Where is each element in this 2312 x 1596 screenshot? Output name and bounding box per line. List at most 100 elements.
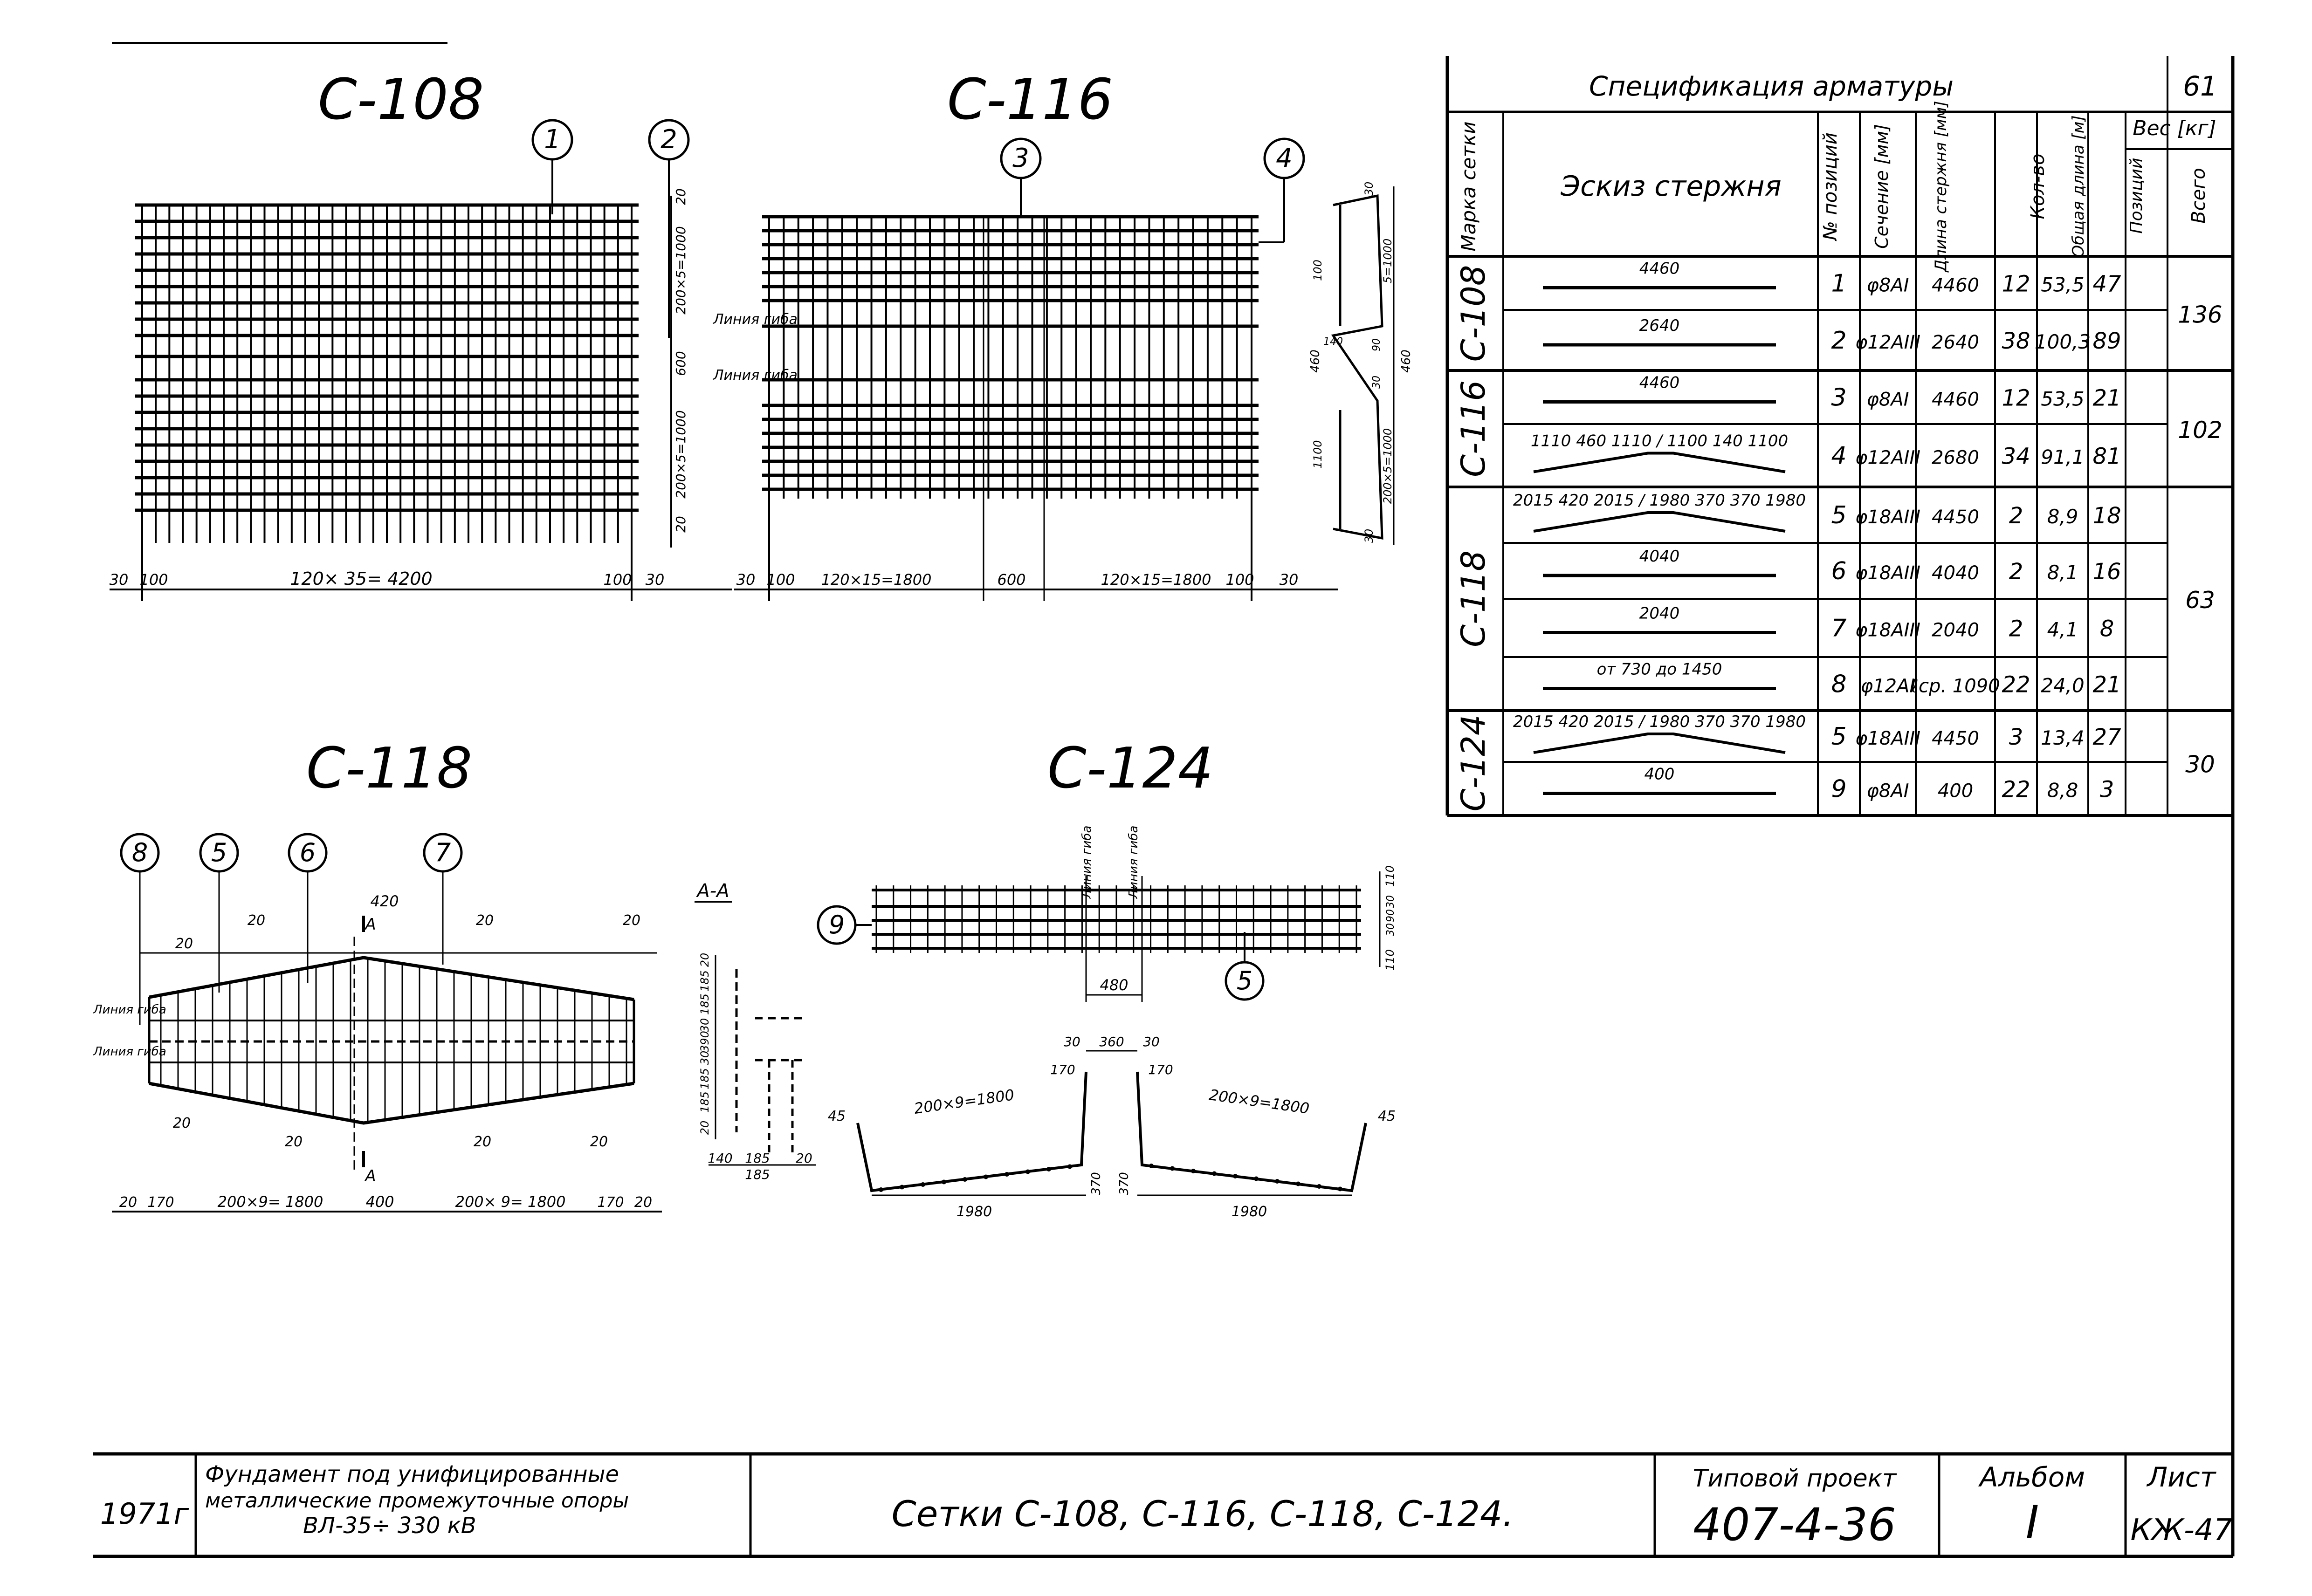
dim-c116-s1: 5=1000 — [1381, 239, 1394, 283]
spec-section: φ18AIII — [1855, 562, 1920, 584]
header-weight: Вес [кг] — [2133, 116, 2216, 140]
position-label-4: 4 — [1276, 143, 1293, 173]
spec-sketch-label: 2640 — [1639, 316, 1680, 335]
dim-c124-ps1: 170 — [1148, 1062, 1173, 1077]
bend-line-label-c116-top: Линия гиба — [713, 311, 798, 328]
dim-c118-bs2: 20 — [474, 1134, 491, 1150]
spec-weight-pos: 27 — [2092, 724, 2121, 750]
year: 1971г — [100, 1497, 189, 1531]
dim-c108-b2: 120× 35= 4200 — [290, 569, 432, 589]
dim-c124-r3: 30 — [1385, 923, 1397, 936]
dim-c118-right: 390 — [698, 1031, 711, 1052]
rebar-specification-table: Спецификация арматуры 61 Марка сетки Эск… — [1446, 56, 2234, 817]
spec-pos: 7 — [1831, 615, 1846, 643]
spec-mark: С-118 — [1454, 550, 1493, 647]
spec-length: 2680 — [1932, 447, 1979, 469]
dim-c124-pt2: 30 — [1143, 1034, 1160, 1049]
spec-total-length: 53,5 — [2041, 274, 2085, 296]
dim-c108-r3: 200×5=1000 — [673, 410, 688, 498]
spec-weight-total: 63 — [2185, 587, 2215, 614]
header-total-length: Общая длина [м] — [2069, 115, 2088, 257]
spec-weight-total: 136 — [2178, 301, 2222, 329]
dim-c118-t3: 20 — [476, 912, 494, 929]
dim-c118-t1: 20 — [248, 912, 265, 929]
bar-dot — [900, 1185, 904, 1190]
spec-pos: 6 — [1831, 557, 1846, 585]
bar-dot — [942, 1179, 946, 1185]
section-view-c116: 30 5=1000 100 460 140 90 30 460 1100 200… — [1308, 182, 1413, 545]
bar-dot — [1149, 1164, 1154, 1168]
spec-sketch-bar-bent — [1533, 452, 1786, 473]
spec-weight-pos: 21 — [2092, 672, 2121, 698]
mesh-c108: С-108 1 2 30 100 120× 35= 4200 100 30 20… — [110, 68, 732, 601]
album-label: Альбом — [1978, 1461, 2085, 1493]
spec-count: 38 — [2002, 328, 2030, 354]
spec-total-length: 100,3 — [2035, 330, 2091, 353]
spec-length: 4450 — [1932, 507, 1979, 528]
dim-c124-pb2: 370 — [1117, 1172, 1131, 1195]
mesh-grid-c118 — [148, 937, 635, 1174]
spec-mark: С-116 — [1454, 380, 1493, 477]
spec-mark: С-108 — [1454, 265, 1493, 362]
spec-sketch-label: 2015 420 2015 / 1980 370 370 1980 — [1513, 712, 1806, 731]
spec-pos: 1 — [1831, 270, 1846, 298]
dim-c116-s4: 140 — [1323, 336, 1343, 348]
dim-c118-right: 30 — [698, 1018, 711, 1033]
dim-c118-t2: 420 — [370, 892, 399, 910]
position-label-2: 2 — [661, 124, 677, 155]
spec-weight-pos: 18 — [2092, 503, 2121, 529]
mesh-grid-c116 — [762, 215, 1259, 601]
dim-c118-sb1: 185 — [745, 1151, 770, 1166]
bend-line-label-c118-bottom: Линия гиба — [93, 1045, 166, 1059]
dim-c116-s5: 90 — [1371, 338, 1383, 351]
dim-c124-r2: 90 — [1385, 909, 1397, 922]
dim-c118-sb2: 185 — [745, 1167, 770, 1182]
bar-dot — [1067, 1164, 1072, 1169]
spec-sketch-label: 2040 — [1639, 604, 1680, 623]
spec-title: Спецификация арматуры — [1589, 70, 1954, 102]
spec-total-length: 8,1 — [2047, 561, 2078, 584]
header-section: Сечение [мм] — [1872, 124, 1892, 249]
dim-c124-r1: 30 — [1385, 895, 1397, 908]
section-mark-a-a: А-А — [695, 880, 729, 902]
spec-count: 12 — [2002, 385, 2030, 411]
bend-line-label-c124-left: Линия гиба — [1080, 826, 1094, 899]
spec-pos: 9 — [1831, 775, 1846, 803]
spec-weight-pos: 81 — [2092, 444, 2121, 470]
bend-line-label-c124-right: Линия гиба — [1127, 826, 1141, 899]
bent-bar-top — [149, 956, 634, 1001]
bar-dot — [1254, 1176, 1259, 1181]
mesh-title-c116: С-116 — [947, 68, 1113, 132]
dim-c124-ps0: 170 — [1050, 1062, 1075, 1077]
position-label-6: 6 — [300, 838, 316, 867]
bar-dot — [1191, 1169, 1196, 1173]
dim-c116-s6: 30 — [1371, 376, 1383, 389]
spec-section: φ18AIII — [1855, 728, 1920, 749]
spec-pos: 5 — [1831, 723, 1846, 751]
spec-count: 2 — [2009, 503, 2023, 529]
dim-c116-b3: 600 — [997, 571, 1025, 589]
spec-sketch-label: от 730 до 1450 — [1597, 660, 1722, 679]
dim-c124-pb3: 1980 — [1232, 1204, 1267, 1220]
spec-pos: 4 — [1831, 442, 1846, 470]
dim-c116-s3: 460 — [1308, 349, 1322, 373]
spec-length: 2040 — [1932, 620, 1979, 641]
mesh-grid-c124 — [872, 876, 1361, 1002]
project-label: Типовой проект — [1693, 1465, 1897, 1493]
dim-c116-s7: 460 — [1399, 349, 1413, 373]
dim-c124-pb0: 1980 — [956, 1204, 992, 1220]
spec-count: 12 — [2002, 271, 2030, 297]
bar-dot — [1296, 1181, 1300, 1186]
sheet-title: Сетки С-108, С-116, С-118, С-124. — [892, 1493, 1514, 1534]
dim-c124-r0: 110 — [1383, 865, 1397, 887]
bar-dot — [1338, 1186, 1342, 1192]
spec-weight-pos: 3 — [2100, 777, 2114, 803]
dim-c124-psl1: 200×9=1800 — [1208, 1086, 1311, 1117]
profile-view-c124: 30 360 30 170 170 200×9=1800 200×9=1800 … — [828, 1034, 1396, 1220]
spec-total-length: 8,9 — [2047, 505, 2078, 528]
